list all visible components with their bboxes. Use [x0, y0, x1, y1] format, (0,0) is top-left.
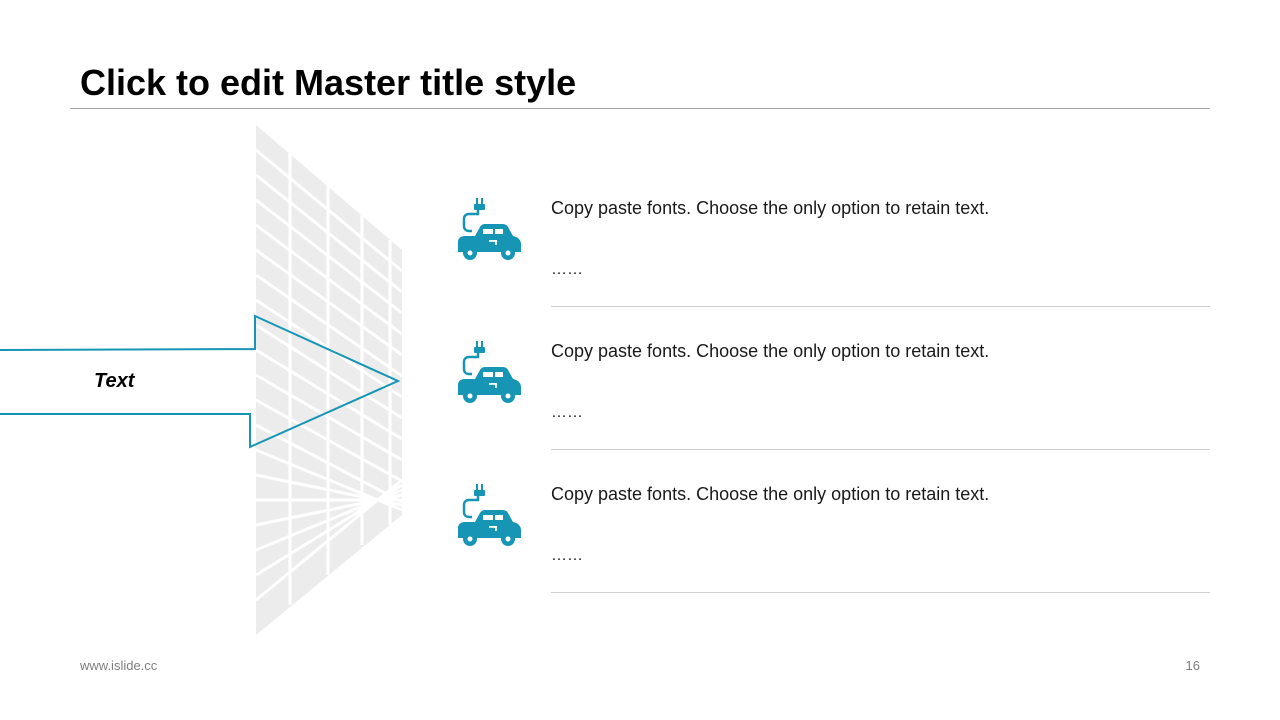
item-ellipsis: ……: [551, 261, 583, 278]
page-number: 16: [1185, 658, 1200, 673]
electric-car-icon: [458, 341, 521, 403]
electric-car-icon: [458, 484, 521, 546]
item-ellipsis: ……: [551, 547, 583, 564]
arrow-shape: [0, 314, 401, 449]
list-item: Copy paste fonts. Choose the only option…: [440, 325, 1220, 455]
electric-car-icon: [458, 198, 521, 260]
item-divider: [551, 306, 1210, 307]
title-divider: [70, 108, 1210, 109]
item-description: Copy paste fonts. Choose the only option…: [551, 198, 990, 218]
list-item: Copy paste fonts. Choose the only option…: [440, 468, 1220, 598]
item-description: Copy paste fonts. Choose the only option…: [551, 341, 990, 361]
arrow-label: Text: [94, 370, 135, 392]
slide-title: Click to edit Master title style: [80, 62, 577, 103]
brick-wall-graphic: [255, 125, 403, 635]
item-ellipsis: ……: [551, 404, 583, 421]
footer-website: www.islide.cc: [80, 658, 158, 673]
item-divider: [551, 592, 1210, 593]
item-divider: [551, 449, 1210, 450]
list-item: Copy paste fonts. Choose the only option…: [440, 182, 1220, 312]
item-description: Copy paste fonts. Choose the only option…: [551, 484, 990, 504]
